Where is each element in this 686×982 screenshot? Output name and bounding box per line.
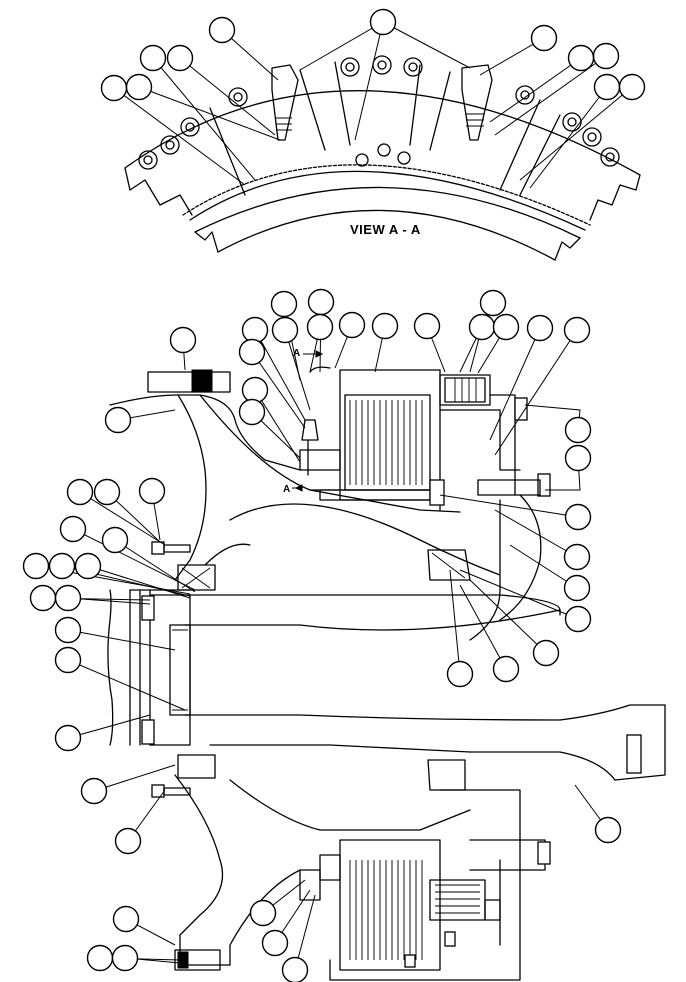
callout-bubble — [104, 406, 132, 434]
callout-bubble — [564, 605, 592, 633]
callout-bubble — [241, 376, 269, 404]
callout-bubble — [261, 929, 289, 957]
callout-bubble — [138, 477, 166, 505]
callout-bubble — [139, 44, 167, 72]
callout-bubble — [208, 16, 236, 44]
callout-bubble — [93, 478, 121, 506]
callout-bubble — [54, 646, 82, 674]
callout-bubble — [54, 724, 82, 752]
callout-bubble — [101, 526, 129, 554]
section-arrow-upper: A — [293, 348, 324, 359]
callout-bubble — [567, 44, 595, 72]
callout-bubble — [592, 42, 620, 70]
callout-bubble — [492, 313, 520, 341]
callout-bubbles — [22, 8, 646, 982]
callout-bubble — [413, 312, 441, 340]
callout-bubble — [526, 314, 554, 342]
callout-bubble — [593, 73, 621, 101]
callout-bubble — [307, 288, 335, 316]
callout-bubble — [563, 316, 591, 344]
callout-bubble — [59, 515, 87, 543]
callout-bubble — [74, 552, 102, 580]
upper-brake-stack — [309, 369, 521, 511]
view-a-a: VIEW A - A — [124, 55, 641, 261]
callout-bubble — [86, 944, 114, 972]
callout-bubble — [238, 338, 266, 366]
callout-bubble — [446, 660, 474, 688]
callout-bubble — [100, 74, 128, 102]
section-view: A A — [107, 348, 666, 981]
svg-text:A: A — [283, 484, 290, 495]
callout-bubble — [468, 313, 496, 341]
callout-bubble — [111, 944, 139, 972]
callout-bubble — [241, 316, 269, 344]
callout-bubble — [80, 777, 108, 805]
callout-bubble — [270, 290, 298, 318]
callout-bubble — [22, 552, 50, 580]
callout-bubble — [238, 398, 266, 426]
callout-bubble — [54, 584, 82, 612]
callout-bubble — [532, 639, 560, 667]
callout-bubble — [618, 73, 646, 101]
callout-bubble — [166, 44, 194, 72]
callout-bubble — [112, 905, 140, 933]
callout-bubble — [564, 444, 592, 472]
callout-bubble — [125, 73, 153, 101]
callout-bubble — [338, 311, 366, 339]
callout-bubble — [54, 616, 82, 644]
callout-bubble — [169, 326, 197, 354]
callout-bubble — [563, 574, 591, 602]
callout-bubble — [564, 503, 592, 531]
callout-bubble — [369, 8, 397, 36]
callout-bubble — [564, 416, 592, 444]
callout-bubble — [563, 543, 591, 571]
callout-bubble — [594, 816, 622, 844]
view-label: VIEW A - A — [350, 222, 421, 237]
callout-bubble — [530, 24, 558, 52]
callout-bubble — [479, 289, 507, 317]
svg-text:A: A — [293, 348, 300, 359]
lower-brake-stack — [299, 789, 551, 981]
callout-bubble — [48, 552, 76, 580]
section-arrow-lower: A — [283, 484, 303, 495]
callout-bubble — [371, 312, 399, 340]
callout-bubble — [29, 584, 57, 612]
callout-bubble — [271, 316, 299, 344]
callout-bubble — [249, 899, 277, 927]
callout-bubble — [66, 478, 94, 506]
callout-bubble — [306, 313, 334, 341]
callout-bubble — [114, 827, 142, 855]
callout-bubble — [281, 956, 309, 982]
view-bolts — [138, 55, 620, 170]
callout-bubble — [492, 655, 520, 683]
